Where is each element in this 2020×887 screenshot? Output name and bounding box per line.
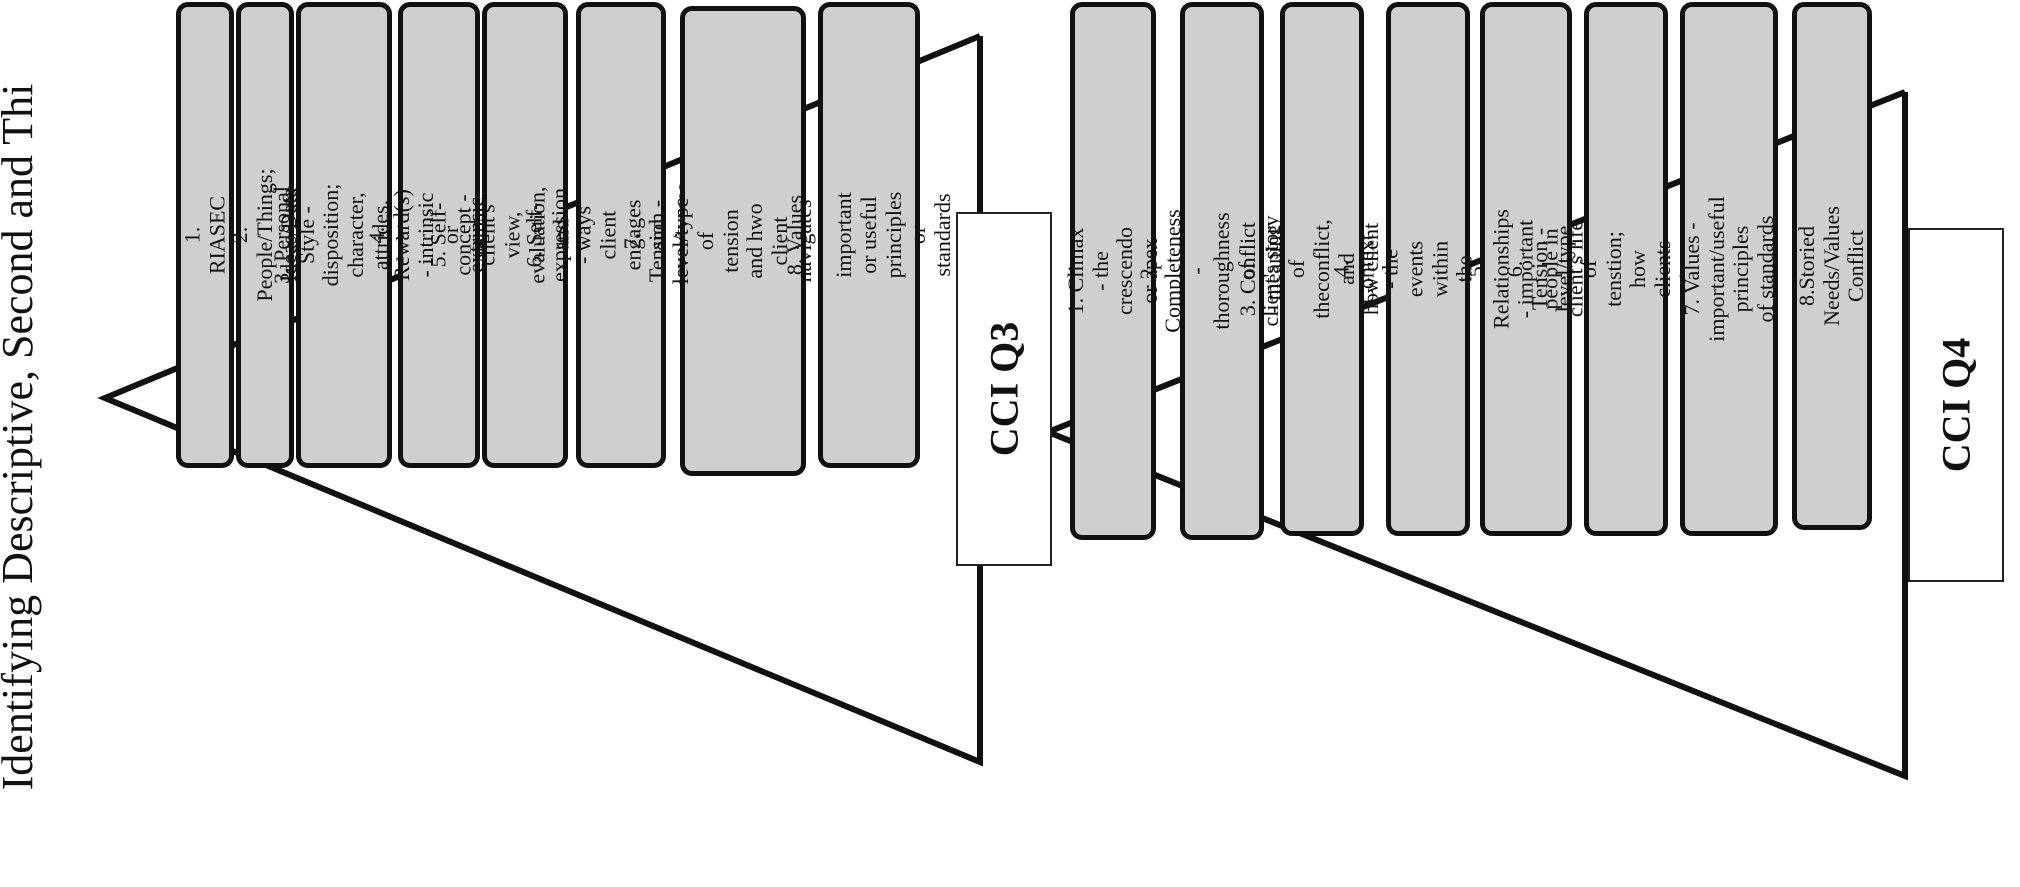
q4-item-8: 8.Storied Needs/Values Conflict: [1792, 2, 1872, 530]
q3-item-8: 8. Values - important or useful principl…: [782, 2, 955, 468]
q3-item-3: 3. Personal Style - disposition; charact…: [269, 2, 417, 468]
q3-item-7: 7. Tension - level/type of tension and h…: [619, 6, 866, 476]
q3-item-1-label: 1. RIASEC: [179, 195, 229, 275]
q3-item-1: 1. RIASEC: [176, 2, 234, 468]
q3-item-5: 5. Self-concept - client's view, evaluat…: [426, 2, 623, 468]
page-title: Identifying Descriptive, Second and Thi: [0, 83, 42, 791]
q4-label-box: CCI Q4: [1908, 228, 2004, 582]
q4-item-1: 1. Climax - the crescendo or apex: [1063, 2, 1162, 540]
q4-item-3: 3. Conflict - meaning of theconflict, an…: [1235, 2, 1408, 536]
q4-item-8-label: 8.Storied Needs/Values Conflict: [1794, 206, 1869, 326]
q3-item-4: 4. Reward(s) - intrinsic or extrinsic "p…: [364, 2, 512, 468]
q4-item-2: 2. Completeness - thoroughness of client…: [1135, 2, 1308, 540]
q3-item-2: 2. People/Things; Ideas/Data: [227, 2, 301, 468]
q4-item-7: 7. Values - important/useful principles …: [1678, 2, 1778, 536]
q3-label-box: CCI Q3: [956, 212, 1052, 566]
triangle-q4: [1039, 89, 1908, 781]
q4-item-7-label: 7. Values - important/useful principles …: [1678, 196, 1778, 342]
q4-item-4: 4. Context - the events within the socia…: [1329, 2, 1526, 536]
q3-label: CCI Q3: [981, 321, 1027, 457]
q4-label: CCI Q4: [1933, 337, 1979, 473]
q4-item-6: 6. Tension - level/type of tenstion; how…: [1502, 2, 1749, 536]
q3-item-8-label: 8. Values - important or useful principl…: [781, 191, 955, 279]
q4-item-5: 5. Relationships - important people in c…: [1463, 2, 1587, 536]
q3-item-6: 6. Self-expression - ways client engages…: [522, 2, 719, 468]
